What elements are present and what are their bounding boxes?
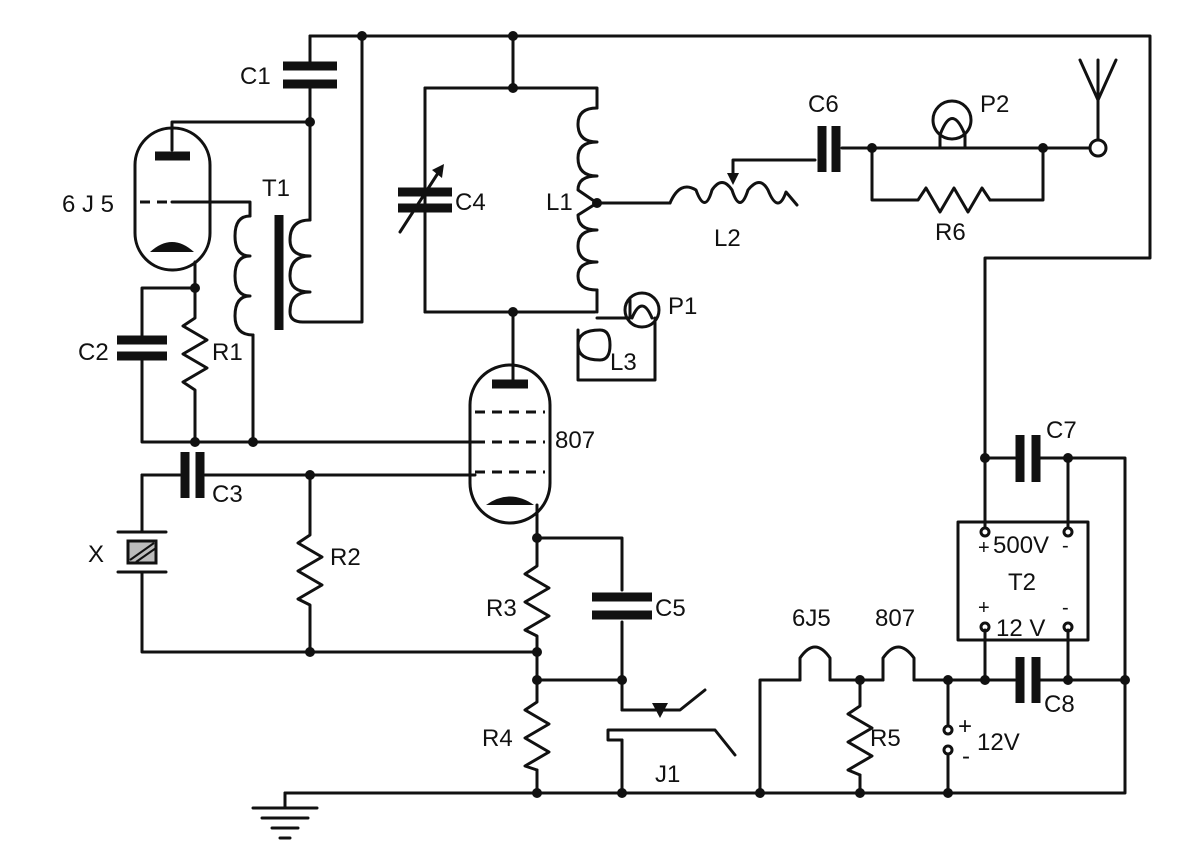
component-labels: C1 6 J 5 T1 C2 R1 C3 X R2 C4 L1 L2 C6 P2… — [62, 63, 1077, 788]
label-battery-minus: - — [962, 743, 970, 770]
resistor-r3 — [523, 558, 551, 642]
label-c2: C2 — [78, 339, 109, 366]
battery-12v — [942, 724, 954, 756]
label-c6: C6 — [808, 91, 839, 118]
coil-l2 — [668, 173, 799, 207]
transformer-t1 — [233, 214, 312, 337]
filament-6j5 — [798, 645, 832, 682]
coil-l1 — [576, 106, 599, 292]
filament-807 — [881, 645, 916, 682]
label-c5: C5 — [655, 595, 686, 622]
label-c1: C1 — [240, 63, 271, 90]
label-c4: C4 — [455, 189, 486, 216]
tube-807 — [468, 363, 552, 525]
label-t2-hv: 500V — [993, 532, 1049, 559]
label-l2: L2 — [714, 225, 741, 252]
resistor-r4 — [523, 693, 551, 772]
capacitor-c8 — [1015, 657, 1041, 703]
capacitor-c5 — [592, 592, 652, 620]
label-filament-6j5: 6J5 — [792, 605, 831, 632]
label-r4: R4 — [482, 725, 513, 752]
capacitor-c2 — [117, 335, 167, 361]
label-l3: L3 — [610, 349, 637, 376]
label-x: X — [88, 541, 104, 568]
label-j1: J1 — [655, 761, 680, 788]
capacitor-c1 — [283, 61, 337, 89]
lamp-p1 — [623, 291, 661, 329]
label-c3: C3 — [212, 481, 243, 508]
coil-l3 — [576, 328, 612, 362]
resistor-r6 — [908, 186, 992, 214]
label-t2-hv-plus: + — [978, 537, 990, 559]
resistor-r1 — [181, 298, 209, 397]
label-p1: P1 — [668, 293, 697, 320]
label-t2-lv-plus: + — [978, 597, 990, 619]
label-battery-plus: + — [958, 713, 972, 740]
capacitor-c4-variable — [398, 86, 452, 314]
label-r6: R6 — [935, 219, 966, 246]
label-l1: L1 — [546, 189, 573, 216]
tube-6j5 — [133, 126, 212, 272]
label-t1: T1 — [262, 175, 290, 202]
label-p2: P2 — [980, 91, 1009, 118]
ground-icon — [251, 806, 319, 840]
resistor-r5 — [846, 698, 874, 777]
resistor-r2 — [296, 526, 324, 612]
label-r2: R2 — [330, 544, 361, 571]
jack-j1 — [652, 703, 668, 718]
capacitor-c6 — [817, 126, 841, 172]
label-tube-807: 807 — [555, 427, 595, 454]
label-t2-lv-minus: - — [1062, 597, 1069, 619]
lamp-p2 — [931, 99, 973, 141]
label-r5: R5 — [870, 725, 901, 752]
label-r3: R3 — [486, 595, 517, 622]
wiring — [140, 34, 1152, 810]
label-tube-6j5: 6 J 5 — [62, 191, 114, 218]
label-t2: T2 — [1008, 569, 1036, 596]
antenna-icon — [1078, 58, 1118, 158]
label-c8: C8 — [1044, 691, 1075, 718]
label-battery-voltage: 12V — [977, 729, 1020, 756]
crystal-x — [116, 530, 168, 574]
label-r1: R1 — [212, 339, 243, 366]
junction-dots — [190, 31, 1130, 798]
capacitor-c3 — [180, 452, 205, 498]
power-supply-t2 — [956, 520, 1090, 642]
label-filament-807: 807 — [875, 605, 915, 632]
capacitor-c7 — [1015, 435, 1041, 482]
label-t2-lv: 12 V — [996, 615, 1045, 642]
label-c7: C7 — [1046, 417, 1077, 444]
label-t2-hv-minus: - — [1062, 535, 1069, 557]
